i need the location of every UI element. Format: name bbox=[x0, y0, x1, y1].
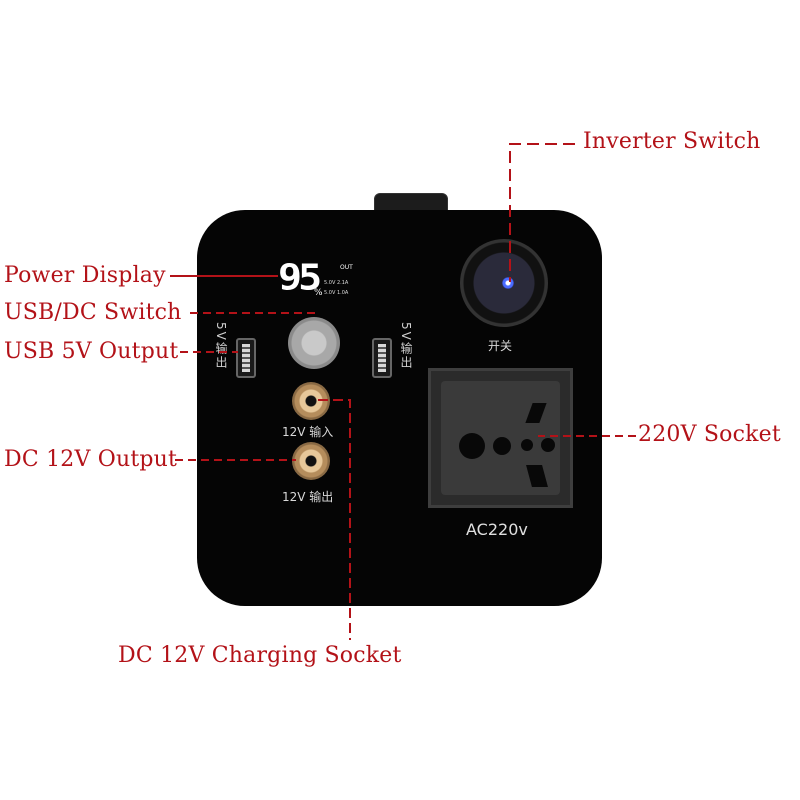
leader-dc-charging bbox=[318, 399, 351, 640]
dc-input-label: 12V 输入 bbox=[282, 425, 334, 439]
usb-port-left[interactable] bbox=[236, 338, 256, 378]
callout-usb-dc-switch: USB/DC Switch bbox=[4, 300, 182, 325]
percent-sign: % bbox=[314, 288, 323, 298]
callout-dc-12v-charging-socket: DC 12V Charging Socket bbox=[118, 643, 402, 668]
socket-hole-left bbox=[459, 433, 485, 459]
display-out-label: OUT bbox=[340, 264, 353, 271]
socket-hole-right bbox=[541, 438, 555, 452]
callout-dc-12v-output: DC 12V Output bbox=[4, 447, 178, 472]
battery-percent: 95 bbox=[278, 257, 322, 299]
leader-inverter-switch bbox=[509, 143, 575, 282]
power-display: 95 % OUT 5.0V 2.1A 5.0V 1.0A bbox=[278, 260, 358, 304]
usb-left-label: 5V输出 bbox=[214, 322, 228, 370]
socket-hole-center bbox=[521, 439, 533, 451]
callout-inverter-switch: Inverter Switch bbox=[583, 129, 761, 154]
display-line-2: 5.0V 1.0A bbox=[324, 290, 349, 296]
dc-output-label: 12V 输出 bbox=[282, 490, 334, 504]
callout-220v-socket: 220V Socket bbox=[638, 422, 781, 447]
display-line-1: 5.0V 2.1A bbox=[324, 280, 349, 286]
socket-hole-center-left bbox=[493, 437, 511, 455]
usb-port-right[interactable] bbox=[372, 338, 392, 378]
switch-label: 开关 bbox=[488, 339, 513, 353]
ac-220v-socket[interactable] bbox=[428, 368, 573, 508]
callout-power-display: Power Display bbox=[4, 263, 166, 288]
usb-dc-switch-button[interactable] bbox=[288, 317, 340, 369]
callout-usb-5v-output: USB 5V Output bbox=[4, 339, 179, 364]
ac-label: AC220v bbox=[466, 520, 528, 539]
socket-face bbox=[441, 381, 560, 495]
usb-right-label: 5V输出 bbox=[399, 322, 413, 370]
dc-12v-output-jack[interactable] bbox=[292, 442, 330, 480]
